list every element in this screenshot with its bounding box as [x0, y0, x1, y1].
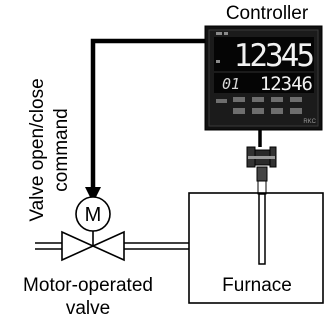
valve-symbol: [62, 230, 124, 260]
command-label-line2: command: [51, 108, 72, 191]
thermocouple-sensor: [247, 147, 276, 264]
controller-label: Controller: [226, 3, 309, 24]
furnace-label: Furnace: [222, 275, 292, 296]
valve-label-line2: valve: [66, 298, 110, 319]
command-signal-line: [85, 41, 205, 203]
controller-brand: RKC: [303, 119, 316, 125]
controller-pv-value: 12345: [234, 38, 314, 74]
command-label-line1: Valve open/close: [27, 78, 48, 221]
motor-label: M: [85, 204, 102, 226]
controller-device: 12345 01 12346 RKC: [205, 26, 322, 130]
controller-sv-prefix: 01: [222, 75, 240, 93]
valve-label-line1: Motor-operated: [23, 275, 153, 296]
controller-sv-value: 12346: [260, 73, 313, 95]
motor-symbol: M: [76, 197, 110, 231]
